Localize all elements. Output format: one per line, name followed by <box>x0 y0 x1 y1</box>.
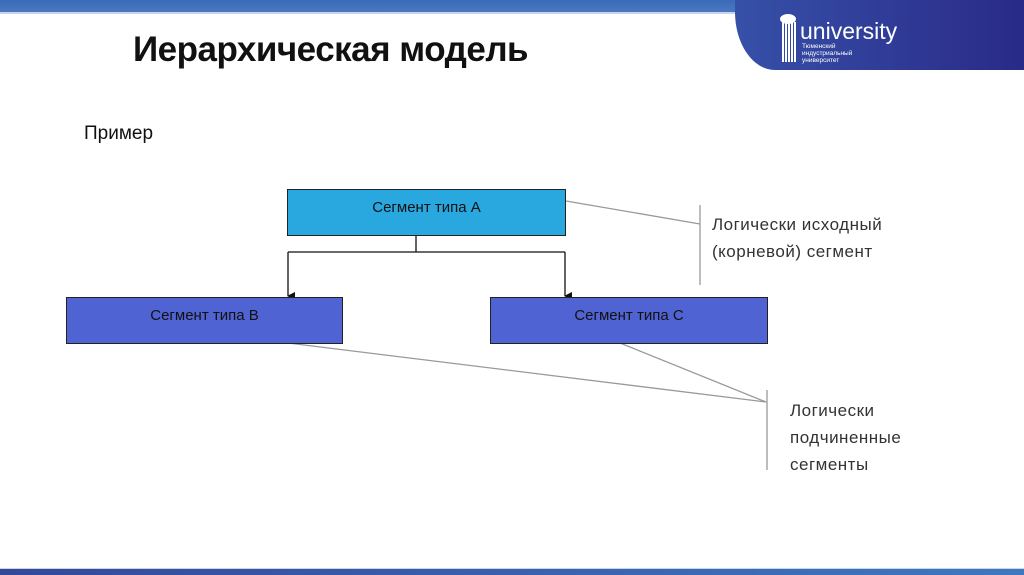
globe-icon <box>780 14 796 24</box>
children-note: Логически подчиненные сегменты <box>790 397 901 478</box>
root-callout-line <box>565 200 701 225</box>
slide-subtitle: Пример <box>84 123 154 144</box>
child-callout-line-c <box>619 342 767 403</box>
tree-stem <box>288 236 565 253</box>
segment-c: Сегмент типа С <box>490 297 768 344</box>
logo-panel: university Тюменский индустриальный унив… <box>735 0 1024 70</box>
child-callout-line-b <box>287 342 767 403</box>
root-note: Логически исходный (корневой) сегмент <box>712 211 882 265</box>
logo-mark <box>782 22 796 62</box>
children-note-line: Логически <box>790 401 875 420</box>
children-note-line: подчиненные <box>790 428 902 447</box>
logo-subtitle: Тюменский индустриальный университет <box>802 43 853 64</box>
slide-title: Иерархическая модель <box>133 30 529 69</box>
children-note-line: сегменты <box>790 455 869 474</box>
logo-word: university <box>800 18 898 44</box>
root-note-line: (корневой) сегмент <box>712 242 873 261</box>
segment-a: Сегмент типа А <box>287 189 566 236</box>
bottom-bar <box>0 568 1024 575</box>
segment-b: Сегмент типа В <box>66 297 343 344</box>
root-note-line: Логически исходный <box>712 215 883 234</box>
